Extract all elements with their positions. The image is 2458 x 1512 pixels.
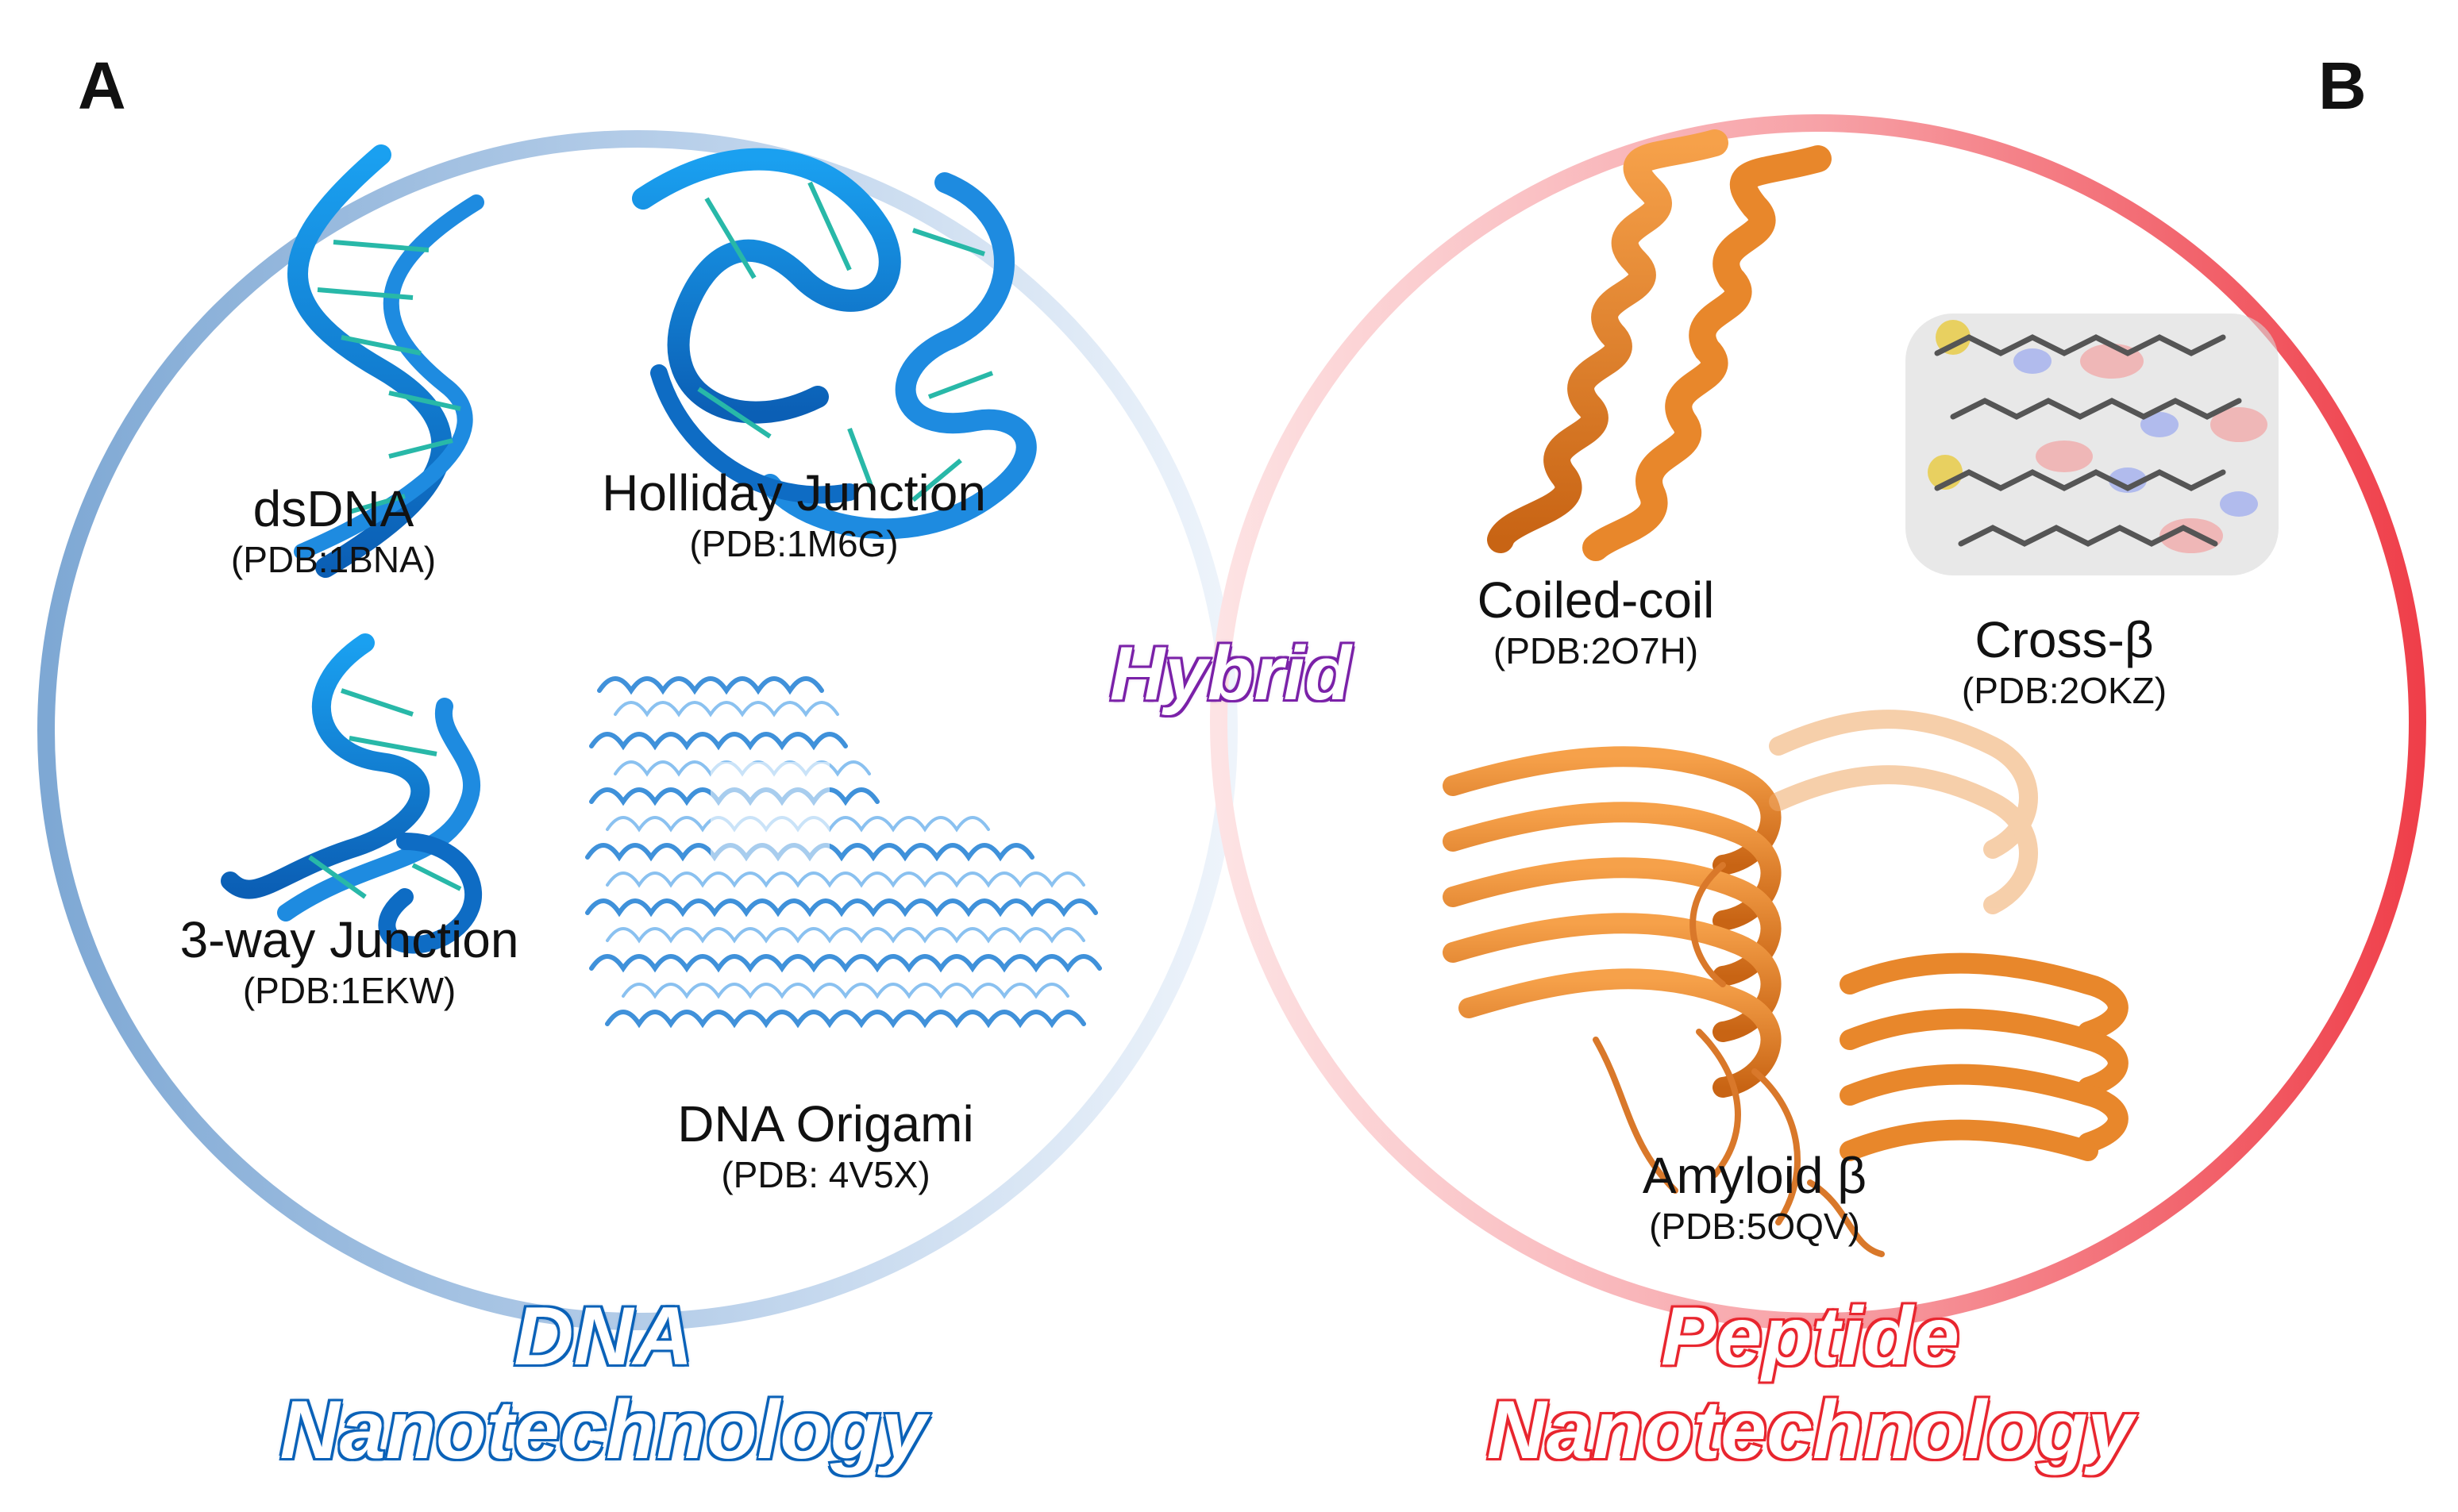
peptide-ring bbox=[1210, 114, 2426, 1330]
dna-origami-icon bbox=[585, 676, 1102, 1029]
pdb-id: (PDB:1M6G) bbox=[689, 523, 899, 564]
structure-name: DNA Origami bbox=[677, 1095, 974, 1152]
peptide-title-line2: Nanotechnology bbox=[1485, 1383, 2136, 1478]
dna-origami-label: DNA Origami (PDB: 4V5X) bbox=[619, 1095, 1032, 1197]
pdb-id: (PDB:2OKZ) bbox=[1961, 670, 2167, 711]
dsdna-helix-icon bbox=[287, 144, 484, 578]
dsdna-label: dsDNA (PDB:1BNA) bbox=[183, 480, 484, 582]
pdb-id: (PDB:1BNA) bbox=[230, 539, 437, 580]
amyloid-beta-icon bbox=[1443, 710, 2129, 1257]
panel-label-b: B bbox=[2318, 48, 2367, 123]
coiled-coil-icon bbox=[1487, 129, 1832, 561]
pdb-id: (PDB: 4V5X) bbox=[721, 1154, 930, 1195]
holliday-junction-icon bbox=[632, 148, 1037, 540]
three-way-junction-label: 3-way Junction (PDB:1EKW) bbox=[127, 911, 572, 1013]
hybrid-title: Hybrid bbox=[1108, 629, 1353, 718]
holliday-junction-label: Holliday Junction (PDB:1M6G) bbox=[540, 464, 1048, 566]
dna-title-line2: Nanotechnology bbox=[279, 1383, 929, 1478]
structure-name: Coiled-coil bbox=[1477, 571, 1715, 629]
structure-name: 3-way Junction bbox=[179, 911, 519, 968]
pdb-id: (PDB:5OQV) bbox=[1649, 1206, 1860, 1247]
pdb-id: (PDB:2O7H) bbox=[1493, 630, 1699, 671]
structure-name: Amyloid β bbox=[1642, 1147, 1867, 1204]
structure-name: Holliday Junction bbox=[602, 464, 986, 521]
dna-nanotechnology-title: DNA Nanotechnology bbox=[206, 1289, 1000, 1478]
amyloid-beta-label: Amyloid β (PDB:5OQV) bbox=[1588, 1147, 1921, 1248]
peptide-nanotechnology-title: Peptide Nanotechnology bbox=[1413, 1289, 2207, 1478]
pdb-id: (PDB:1EKW) bbox=[242, 970, 457, 1011]
three-way-junction-icon bbox=[221, 633, 483, 954]
peptide-title-line1: Peptide bbox=[1659, 1289, 1961, 1384]
panel-label-a: A bbox=[78, 48, 126, 123]
cross-beta-label: Cross-β (PDB:2OKZ) bbox=[1905, 611, 2223, 713]
structure-name: dsDNA bbox=[252, 480, 414, 537]
dna-ring bbox=[37, 130, 1238, 1330]
coiled-coil-label: Coiled-coil (PDB:2O7H) bbox=[1429, 571, 1763, 673]
cross-beta-icon bbox=[1905, 314, 2279, 575]
structure-name: Cross-β bbox=[1974, 611, 2154, 668]
dna-title-line1: DNA bbox=[512, 1289, 694, 1384]
